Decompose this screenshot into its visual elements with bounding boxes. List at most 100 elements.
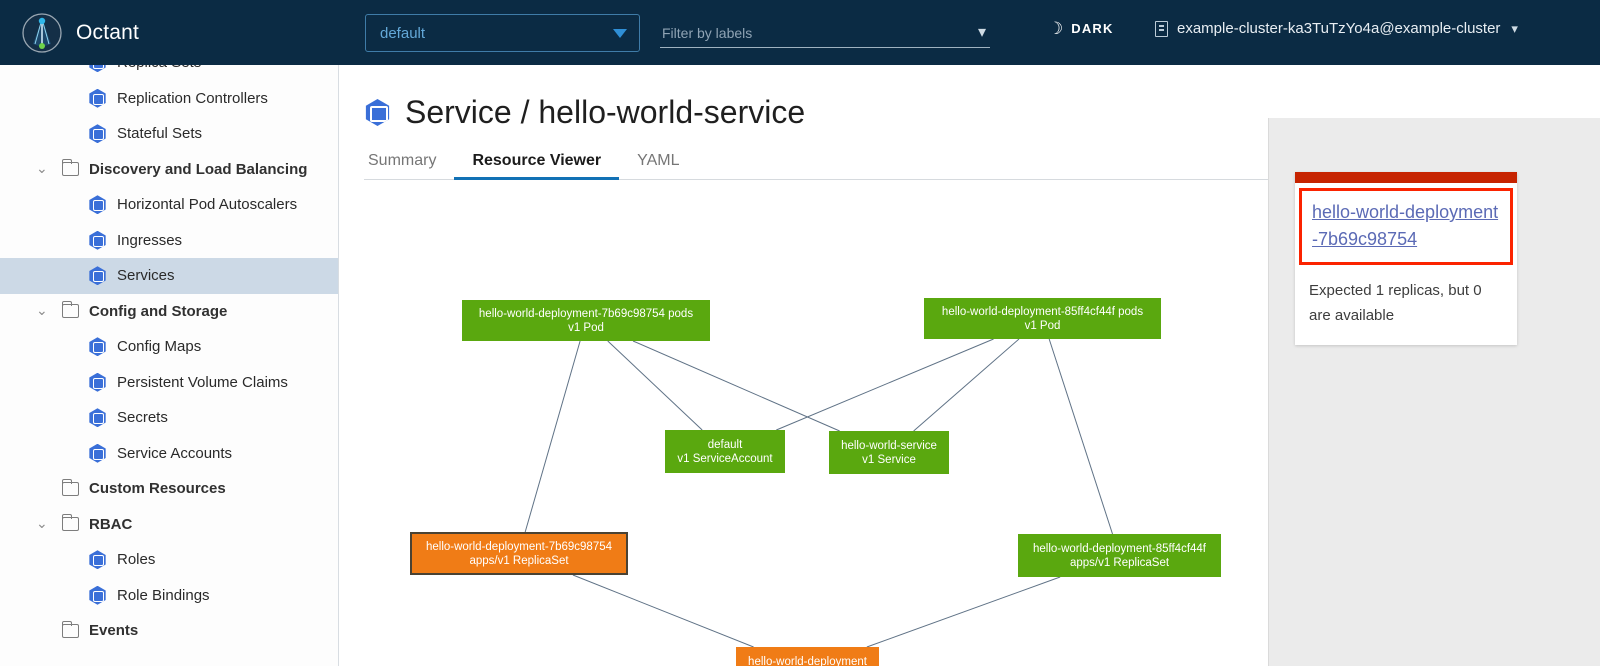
details-panel: hello-world-deployment-7b69c98754 Expect…	[1268, 118, 1600, 666]
sidebar-item-label: Persistent Volume Claims	[117, 373, 288, 391]
sidebar-item-label: Stateful Sets	[117, 125, 203, 143]
cluster-name: example-cluster-ka3TuTzYo4a@example-clus…	[1177, 20, 1501, 37]
k8s-resource-icon	[89, 124, 106, 144]
theme-toggle-label: DARK	[1071, 21, 1114, 36]
alert-card: hello-world-deployment-7b69c98754 Expect…	[1295, 172, 1517, 345]
sidebar-item-replica-sets[interactable]: Replica Sets	[0, 65, 338, 81]
page-title: Service / hello-world-service	[364, 94, 1600, 131]
graph-node-name: hello-world-service	[841, 439, 937, 452]
k8s-resource-icon	[89, 550, 106, 570]
sidebar-item-label: Role Bindings	[117, 586, 210, 604]
tab-yaml[interactable]: YAML	[637, 152, 680, 169]
sidebar-item-horizontal-pod-autoscalers[interactable]: Horizontal Pod Autoscalers	[0, 187, 338, 223]
sidebar-item-custom-resources[interactable]: Custom Resources	[0, 471, 338, 507]
folder-icon	[61, 478, 79, 496]
graph-node-kind: v1 Pod	[568, 321, 604, 334]
sidebar-item-label: Secrets	[117, 409, 168, 427]
graph-edge	[607, 340, 703, 431]
graph-node-name: hello-world-deployment-7b69c98754 pods	[478, 307, 694, 320]
sidebar-item-service-accounts[interactable]: Service Accounts	[0, 436, 338, 472]
sidebar-item-secrets[interactable]: Secrets	[0, 400, 338, 436]
graph-node-name: hello-world-deployment-7b69c98754	[425, 540, 613, 553]
namespace-value: default	[380, 24, 426, 42]
graph-node-name: hello-world-deployment-85ff4cf44f	[1032, 542, 1207, 555]
graph-edge	[572, 574, 754, 648]
graph-node-name: hello-world-deployment	[748, 655, 867, 666]
chevron-down-icon[interactable]: ⌄	[36, 159, 48, 176]
sidebar-item-ingresses[interactable]: Ingresses	[0, 223, 338, 259]
graph-node-kind: apps/v1 ReplicaSet	[1069, 556, 1170, 569]
moon-icon: ☽	[1048, 19, 1064, 38]
sidebar-item-label: Discovery and Load Balancing	[89, 160, 308, 178]
k8s-service-icon	[365, 99, 390, 126]
brand[interactable]: Octant	[22, 12, 140, 53]
sidebar-item-label: Replica Sets	[117, 65, 201, 71]
sidebar-item-label: Config Maps	[117, 338, 202, 356]
folder-icon	[61, 620, 79, 638]
sidebar-item-rbac[interactable]: RBAC	[0, 507, 338, 543]
octant-logo-icon	[22, 12, 62, 53]
sidebar-item-label: RBAC	[89, 515, 133, 533]
sidebar-item-label: Horizontal Pod Autoscalers	[117, 196, 298, 214]
cluster-selector[interactable]: example-cluster-ka3TuTzYo4a@example-clus…	[1155, 20, 1518, 37]
sidebar-item-label: Config and Storage	[89, 302, 228, 320]
chevron-down-icon[interactable]: ⌄	[36, 301, 48, 318]
graph-edge	[632, 340, 840, 432]
chevron-down-icon[interactable]: ▾	[977, 23, 986, 41]
k8s-resource-icon	[89, 88, 106, 108]
sidebar-item-config-maps[interactable]: Config Maps	[0, 329, 338, 365]
graph-edge	[524, 340, 581, 533]
sidebar-item-replication-controllers[interactable]: Replication Controllers	[0, 81, 338, 117]
graph-node-name: default	[707, 438, 743, 451]
sidebar-item-persistent-volume-claims[interactable]: Persistent Volume Claims	[0, 365, 338, 401]
sidebar-item-config-and-storage[interactable]: Config and Storage	[0, 294, 338, 330]
k8s-resource-icon	[89, 585, 106, 605]
app-header: Octant default Filter by labels ▾ ☽ DARK…	[0, 0, 1600, 65]
sidebar-item-label: Ingresses	[117, 231, 183, 249]
graph-edge	[866, 576, 1061, 648]
k8s-resource-icon	[89, 408, 106, 428]
label-filter-input[interactable]: Filter by labels ▾	[660, 18, 990, 48]
alert-status-bar	[1295, 172, 1517, 183]
graph-node-kind: v1 Service	[862, 453, 916, 466]
sidebar-item-stateful-sets[interactable]: Stateful Sets	[0, 116, 338, 152]
chevron-down-icon[interactable]: ⌄	[36, 514, 48, 531]
k8s-resource-icon	[89, 337, 106, 357]
tab-bar[interactable]: Summary Resource Viewer YAML	[364, 148, 1541, 180]
folder-icon	[61, 301, 79, 319]
graph-edge	[913, 338, 1020, 432]
caret-down-icon	[613, 28, 627, 38]
sidebar-item-discovery-and-load-balancing[interactable]: Discovery and Load Balancing	[0, 152, 338, 188]
namespace-select[interactable]: default	[365, 14, 640, 52]
sidebar-item-roles[interactable]: Roles	[0, 542, 338, 578]
tab-resource-viewer[interactable]: Resource Viewer	[454, 148, 619, 180]
graph-node-deployment-hello-world[interactable]: hello-world-deploymentapps/v1 Deployment	[736, 647, 879, 666]
sidebar-item-label: Services	[117, 267, 175, 285]
folder-icon	[61, 159, 79, 177]
k8s-resource-icon	[89, 372, 106, 392]
graph-node-kind: apps/v1 ReplicaSet	[469, 554, 569, 567]
sidebar-item-label: Service Accounts	[117, 444, 233, 462]
alert-message: Expected 1 replicas, but 0 are available	[1309, 282, 1482, 324]
sidebar-item-role-bindings[interactable]: Role Bindings	[0, 578, 338, 614]
graph-edge	[1048, 338, 1113, 535]
tab-summary[interactable]: Summary	[368, 152, 437, 169]
alert-resource-link[interactable]: hello-world-deployment-7b69c98754	[1312, 202, 1499, 249]
theme-toggle[interactable]: ☽ DARK	[1048, 20, 1114, 37]
sidebar-item-services[interactable]: Services	[0, 258, 338, 294]
sidebar-item-events[interactable]: Events	[0, 613, 338, 649]
sidebar-item-label: Roles	[117, 551, 156, 569]
sidebar-navigation[interactable]: Replica SetsReplication ControllersState…	[0, 65, 339, 666]
brand-name: Octant	[76, 20, 140, 44]
k8s-resource-icon	[89, 230, 106, 250]
graph-node-name: hello-world-deployment-85ff4cf44f pods	[941, 305, 1144, 318]
graph-node-kind: v1 Pod	[1024, 319, 1061, 332]
page-title-text: Service / hello-world-service	[405, 94, 806, 130]
